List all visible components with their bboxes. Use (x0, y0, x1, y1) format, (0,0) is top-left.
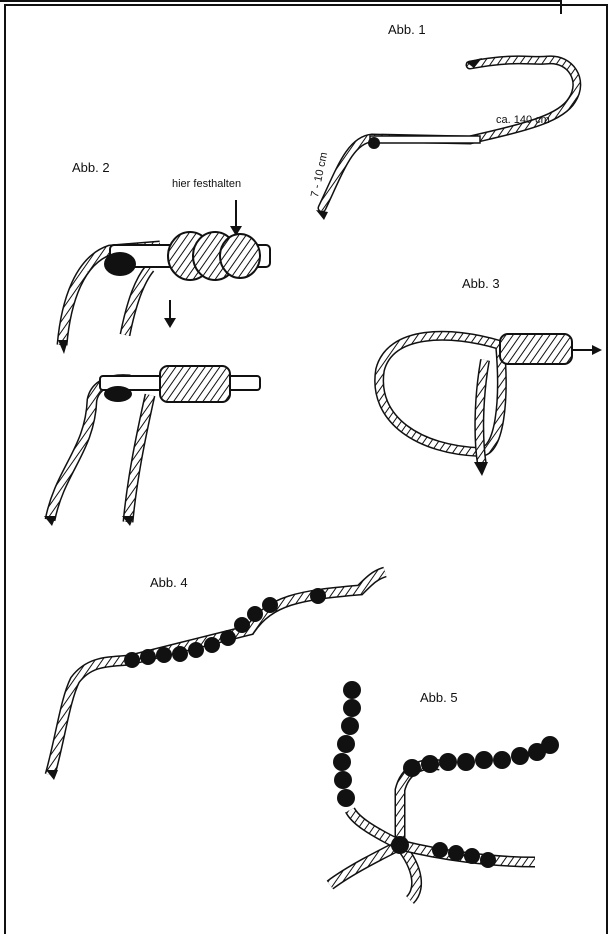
abb5-beads (333, 681, 559, 868)
abb3-loop (379, 334, 602, 476)
abb2-knot-top (58, 200, 270, 354)
abb2-knot-dot (104, 252, 136, 276)
abb5-title: Abb. 5 (420, 690, 458, 705)
abb5-branched-rope (330, 681, 559, 900)
abb3-title: Abb. 3 (462, 276, 500, 291)
abb4-beaded-rope (46, 572, 385, 780)
abb1-needle (370, 136, 480, 143)
abb1-frayed-end (316, 210, 328, 220)
abb2-hold-label: hier festhalten (172, 178, 241, 190)
abb1-length-label: ca. 140 cm (496, 114, 550, 126)
abb2-title: Abb. 2 (72, 160, 110, 175)
abb1-title: Abb. 1 (388, 22, 426, 37)
abb2-knot-bottom (44, 366, 260, 526)
abb1-knot (368, 137, 380, 149)
abb3-coil (500, 334, 572, 364)
abb2-coil (160, 366, 230, 402)
abb1-rope (316, 58, 577, 220)
abb4-title: Abb. 4 (150, 575, 188, 590)
